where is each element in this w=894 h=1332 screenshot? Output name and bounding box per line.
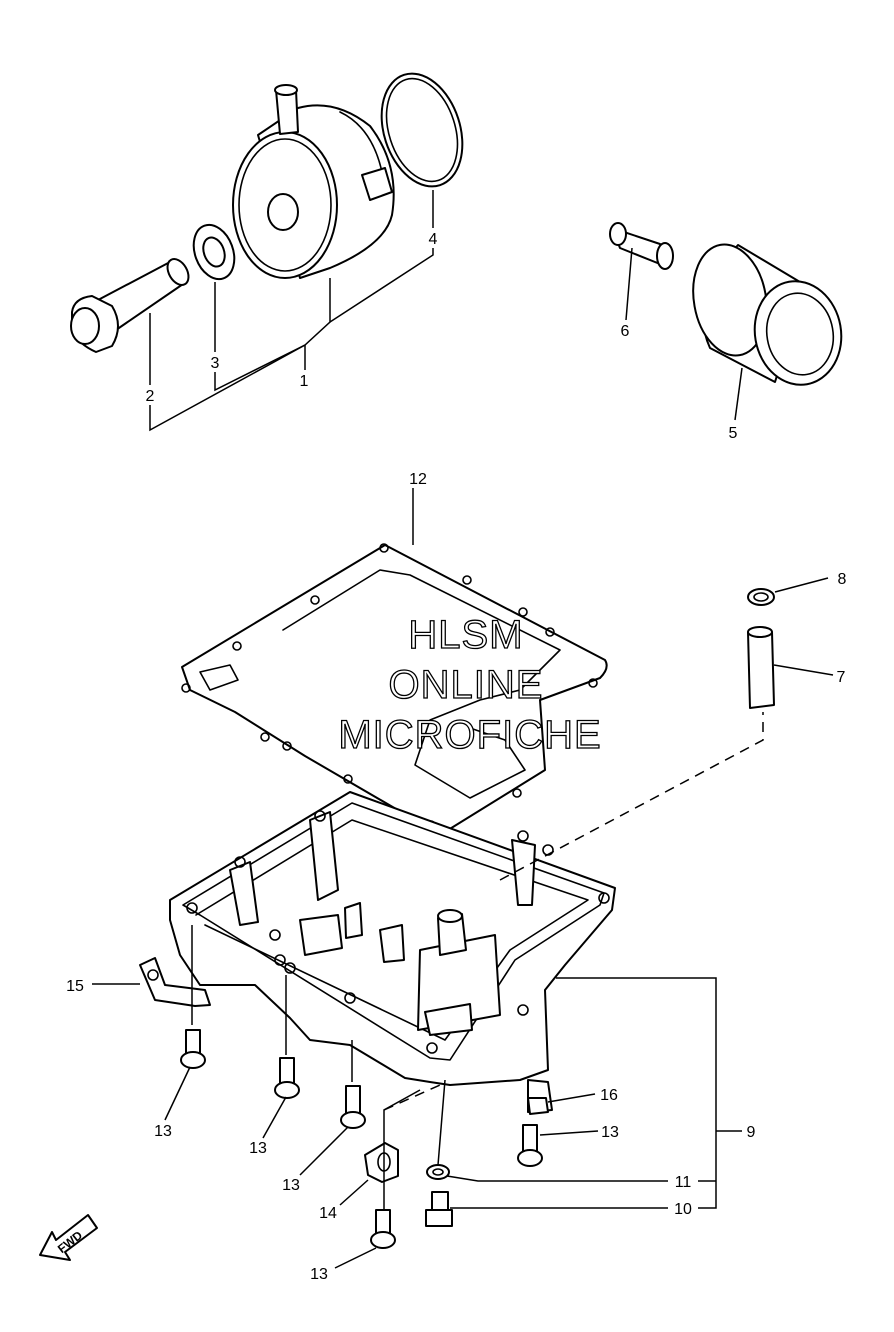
- watermark-line-3: MICROFICHE: [338, 713, 601, 757]
- callout-13-d: 13: [601, 1124, 619, 1141]
- plate-16[interactable]: [527, 1097, 549, 1115]
- watermark-line-2: ONLINE: [389, 663, 544, 707]
- bolt-13-b[interactable]: [274, 1057, 300, 1099]
- drain-bolt-10[interactable]: [425, 1191, 453, 1227]
- callout-2: 2: [146, 388, 155, 405]
- callout-13-c: 13: [282, 1177, 300, 1194]
- callout-15: 15: [66, 978, 84, 995]
- o-ring[interactable]: [368, 63, 476, 197]
- oil-filter-union[interactable]: [609, 222, 674, 270]
- callout-14: 14: [319, 1205, 337, 1222]
- callout-1: 1: [300, 373, 309, 390]
- gasket-11[interactable]: [426, 1164, 450, 1180]
- bolt-13-d[interactable]: [517, 1124, 543, 1167]
- callout-5: 5: [729, 425, 738, 442]
- leader-lines: [92, 190, 834, 1269]
- bolt-13-a[interactable]: [180, 1029, 206, 1069]
- callout-10: 10: [674, 1201, 692, 1218]
- callout-8: 8: [838, 571, 847, 588]
- watermark: HLSM ONLINE MICROFICHE: [338, 612, 602, 757]
- callout-13-b: 13: [249, 1140, 267, 1157]
- callout-11: 11: [675, 1174, 692, 1191]
- gasket-washer[interactable]: [187, 219, 242, 285]
- callout-16: 16: [600, 1087, 618, 1104]
- watermark-line-1: HLSM: [408, 613, 523, 657]
- callouts: 1 2 3 4 5 6 7 8 9 10 11 12 13 13 13 13 1…: [66, 231, 846, 1283]
- callout-9: 9: [747, 1124, 756, 1141]
- callout-13-a: 13: [154, 1123, 172, 1140]
- bolt-13-c[interactable]: [340, 1085, 366, 1129]
- oil-strainer-pipe[interactable]: [747, 626, 775, 709]
- oil-pan[interactable]: [169, 791, 616, 1113]
- callout-6: 6: [621, 323, 630, 340]
- damper-14[interactable]: [364, 1142, 399, 1183]
- bolt-13-e[interactable]: [370, 1209, 396, 1249]
- callout-7: 7: [837, 669, 846, 686]
- union-bolt[interactable]: [70, 255, 193, 353]
- callout-4: 4: [429, 231, 438, 248]
- oil-pan-gasket[interactable]: [181, 543, 608, 836]
- oil-cooler-body[interactable]: [232, 84, 395, 279]
- fwd-arrow-icon: FWD: [39, 1214, 98, 1261]
- oil-filter-cartridge[interactable]: [685, 239, 850, 392]
- callout-3: 3: [211, 355, 220, 372]
- washer-8[interactable]: [747, 588, 775, 606]
- callout-13-e: 13: [310, 1266, 328, 1283]
- callout-12: 12: [409, 471, 427, 488]
